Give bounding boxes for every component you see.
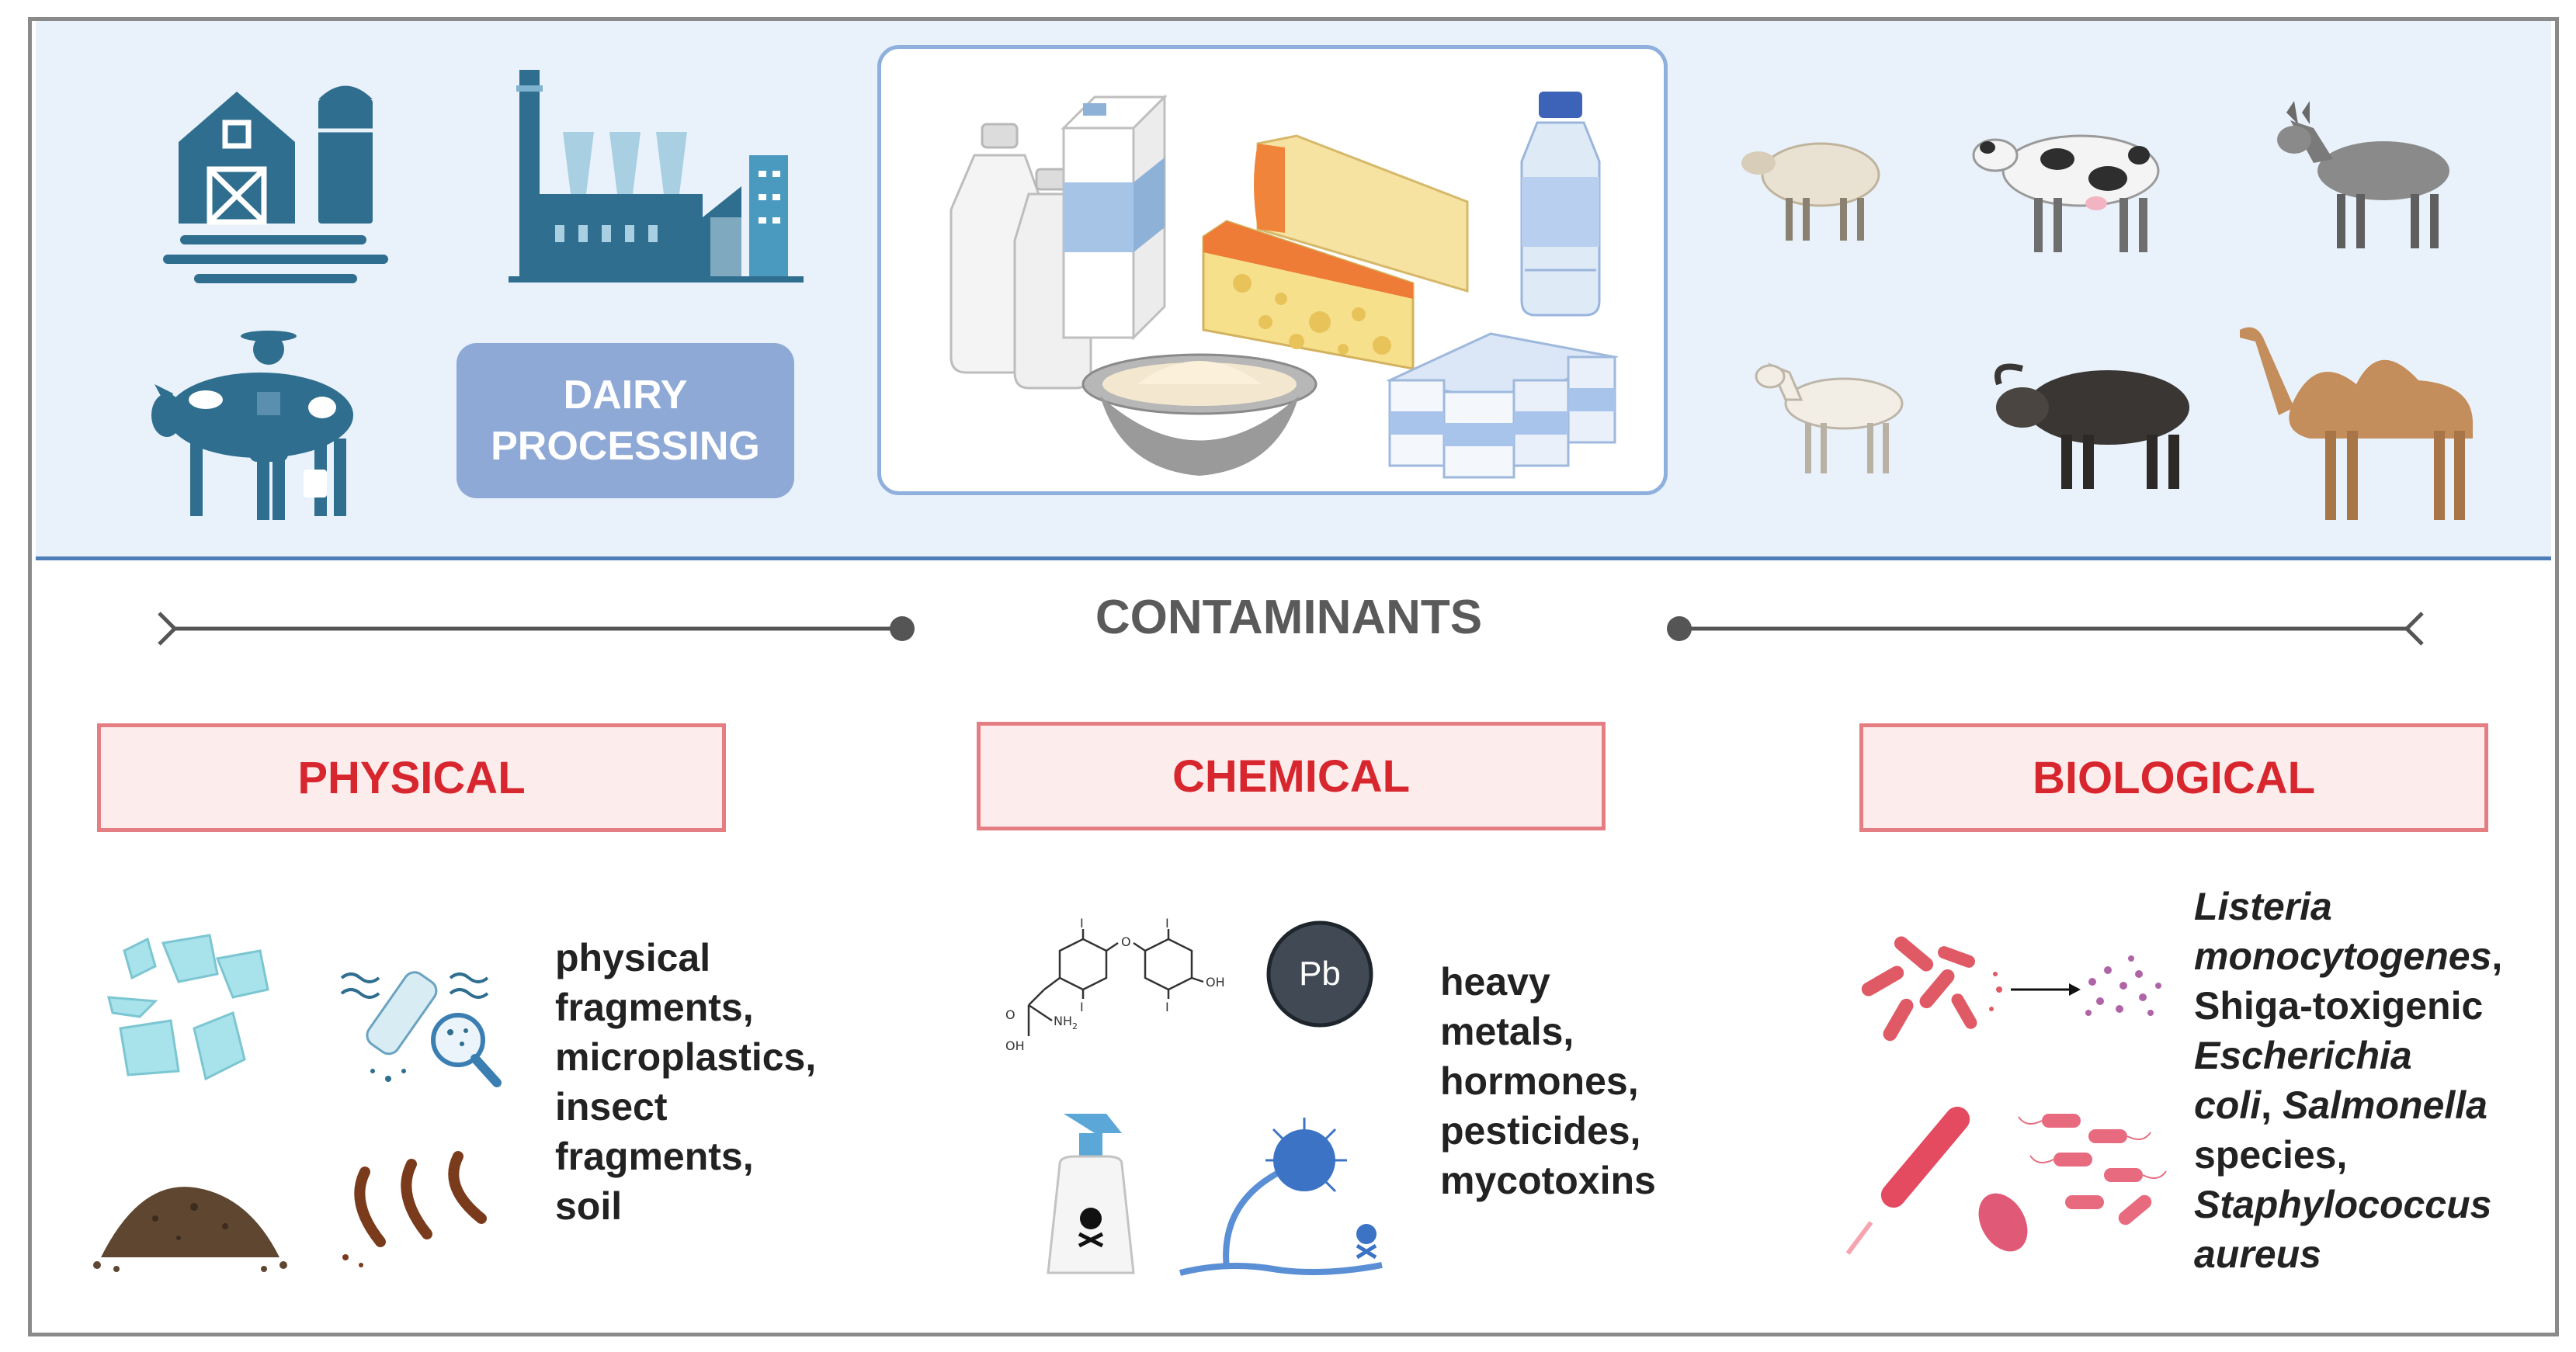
- biological-line-monocytogenes: monocytogenes,: [2194, 931, 2502, 981]
- factory-icon: [509, 70, 804, 283]
- amine-label: NH2: [1054, 1014, 1078, 1031]
- physical-line: physical: [555, 936, 711, 979]
- microplastics-icon: [340, 971, 502, 1087]
- acid-label: OH: [1005, 1038, 1025, 1053]
- goat-icon: [1755, 362, 1904, 473]
- soil-pile-icon: [93, 1187, 287, 1272]
- sheep-icon: [1741, 142, 1880, 241]
- physical-category-label: PHYSICAL: [297, 752, 526, 803]
- right-bracket-arrow: [1667, 612, 2424, 646]
- biological-line-coli-salmonella: coli, Salmonella: [2194, 1080, 2502, 1130]
- buffalo-icon: [1994, 363, 2189, 489]
- biological-line-staphylococcus: Staphylococcus: [2194, 1183, 2492, 1226]
- biological-category-box: BIOLOGICAL: [1859, 723, 2488, 832]
- iodine-label: I: [1080, 1000, 1084, 1014]
- iodine-label: I: [1165, 1000, 1169, 1014]
- lead-icon: Pb: [1266, 920, 1373, 1028]
- farmer-with-cow-icon: [151, 331, 353, 520]
- donkey-icon: [2277, 101, 2449, 248]
- biological-line-species: species,: [2194, 1133, 2348, 1177]
- physical-category-box: PHYSICAL: [97, 723, 726, 832]
- iodine-label: I: [1165, 916, 1169, 931]
- physical-line: soil: [555, 1184, 623, 1228]
- coli-separator: ,: [2261, 1083, 2283, 1127]
- oxygen-label: O: [1121, 934, 1131, 949]
- milk-bottle-icon: [950, 123, 1092, 390]
- molecule-icon: I I I I O OH NH2 OH O: [1005, 916, 1225, 1053]
- cream-bowl-icon: [1081, 353, 1318, 476]
- lead-symbol: Pb: [1299, 955, 1341, 993]
- biological-line-escherichia: Escherichia: [2194, 1034, 2412, 1077]
- biological-line-listeria: Listeria: [2194, 885, 2332, 928]
- physical-line: fragments,: [555, 1135, 754, 1178]
- amine-text: NH: [1054, 1014, 1072, 1028]
- cow-icon: [1972, 134, 2160, 252]
- camel-icon: [2240, 327, 2473, 520]
- salmonella-text: Salmonella: [2282, 1083, 2487, 1127]
- mold-icon: [1179, 1118, 1383, 1276]
- dairy-processing-badge: DAIRY PROCESSING: [457, 343, 794, 498]
- badge-line-1: DAIRY: [563, 373, 688, 418]
- physical-line: microplastics,: [555, 1035, 817, 1079]
- physical-description: physical fragments, microplastics, insec…: [555, 933, 816, 1231]
- bacteria-colony-icon: [1861, 936, 2161, 1042]
- monocytogenes-comma: ,: [2491, 934, 2503, 978]
- water-bottle-icon: [1520, 92, 1601, 317]
- biological-description: Listeria monocytogenes, Shiga-toxigenic …: [2194, 882, 2502, 1279]
- yogurt-cups-icon: [1386, 332, 1619, 479]
- hydroxyl-label: OH: [1206, 975, 1225, 990]
- monocytogenes-text: monocytogenes: [2194, 934, 2492, 978]
- carbonyl-label: O: [1005, 1007, 1015, 1022]
- contaminants-title: CONTAMINANTS: [1095, 591, 1483, 644]
- biological-line-shiga: Shiga-toxigenic: [2194, 984, 2484, 1028]
- chemical-line: hormones,: [1440, 1059, 1639, 1103]
- cheese-icon: [1202, 134, 1469, 370]
- physical-line: fragments,: [555, 986, 754, 1029]
- chemical-line: mycotoxins: [1440, 1159, 1656, 1202]
- chemical-line: pesticides,: [1440, 1109, 1641, 1153]
- bacteria-icon: [1845, 1106, 2167, 1255]
- insect-fragments-icon: [342, 1151, 487, 1267]
- chemical-category-label: CHEMICAL: [1172, 751, 1411, 802]
- amine-subscript: 2: [1072, 1021, 1078, 1031]
- chemical-category-box: CHEMICAL: [977, 722, 1606, 830]
- biological-category-label: BIOLOGICAL: [2032, 752, 2316, 803]
- iodine-label: I: [1080, 916, 1084, 931]
- left-bracket-arrow: [158, 612, 915, 646]
- badge-line-2: PROCESSING: [491, 424, 760, 469]
- biological-line-aureus: aureus: [2194, 1232, 2321, 1276]
- chemical-line: metals,: [1440, 1010, 1574, 1053]
- coli-text: coli: [2194, 1083, 2262, 1127]
- milk-carton-icon: [1061, 94, 1168, 341]
- chemical-description: heavy metals, hormones, pesticides, myco…: [1440, 957, 1656, 1205]
- pesticide-spray-icon: [1047, 1114, 1135, 1274]
- glass-fragments-icon: [107, 934, 269, 1081]
- barn-icon: [163, 85, 388, 283]
- chemical-line: heavy: [1440, 960, 1550, 1004]
- physical-line: insect: [555, 1085, 668, 1128]
